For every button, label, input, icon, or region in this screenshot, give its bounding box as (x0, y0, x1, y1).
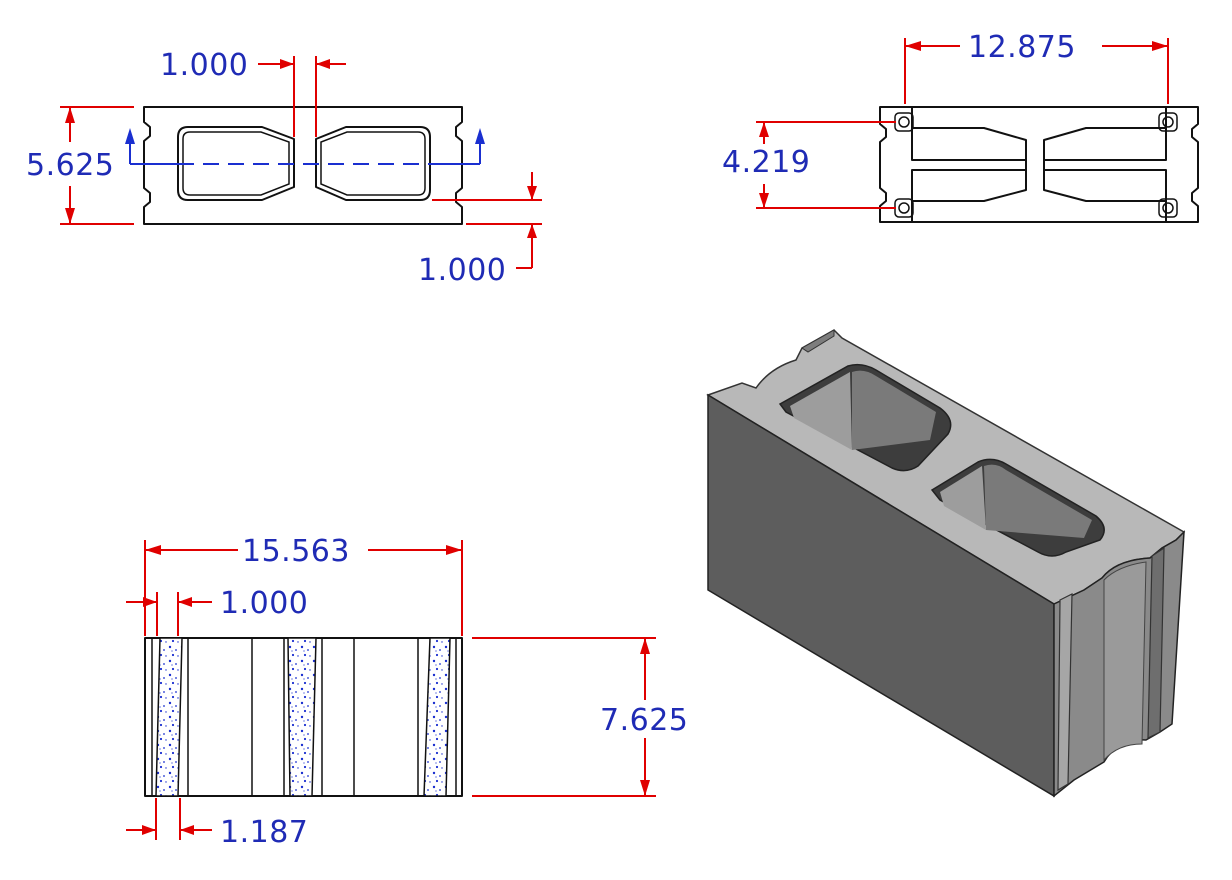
dim-end-shell-label: 1.187 (220, 815, 308, 850)
dim-bottom-length-label: 12.875 (968, 30, 1076, 65)
top-view-core-left-inner (182, 131, 290, 196)
dim-height: 7.625 (472, 637, 688, 797)
dim-overall-length: 15.563 (144, 534, 463, 636)
bottom-view-inner-bottom (911, 170, 1167, 222)
top-view-outline (143, 106, 463, 225)
section-view: 15.563 1.000 1.187 (126, 534, 688, 850)
section-cut-line (125, 128, 485, 165)
top-view-core-left (177, 126, 295, 201)
section-arrow-left (125, 128, 135, 144)
dim-face-shell-label: 1.000 (418, 253, 506, 288)
top-view-core-right (315, 126, 431, 201)
top-view: 1.000 5.625 1.000 (26, 48, 542, 288)
top-view-core-right-inner (320, 131, 426, 196)
isometric-block (706, 329, 1186, 798)
bottom-view-bolt-holes (894, 112, 1178, 218)
grout-fill-right (423, 637, 451, 797)
dim-height-label: 7.625 (600, 703, 688, 738)
dim-end-shell: 1.187 (126, 798, 308, 850)
dim-web-thickness-label: 1.000 (160, 48, 248, 83)
dim-face-shell: 1.000 (418, 172, 542, 288)
bottom-view-center-slot (911, 128, 1167, 201)
dim-top-width-label: 5.625 (26, 148, 114, 183)
bottom-view-inner-top (911, 107, 1167, 160)
bottom-view-outline (879, 106, 1199, 223)
dim-bottom-length: 12.875 (904, 30, 1169, 104)
dim-web-thickness: 1.000 (160, 48, 346, 137)
dim-overall-length-label: 15.563 (242, 534, 350, 569)
dim-bottom-width-label: 4.219 (722, 145, 810, 180)
bottom-view: 12.875 4.219 (722, 30, 1199, 223)
section-arrow-right (475, 128, 485, 144)
grout-fill-center (287, 637, 317, 797)
grout-fill-left (155, 637, 183, 797)
dim-top-width: 5.625 (26, 106, 134, 225)
dim-end-web-label: 1.000 (220, 586, 308, 621)
dim-bottom-width: 4.219 (722, 121, 896, 209)
dim-end-web: 1.000 (126, 586, 308, 636)
